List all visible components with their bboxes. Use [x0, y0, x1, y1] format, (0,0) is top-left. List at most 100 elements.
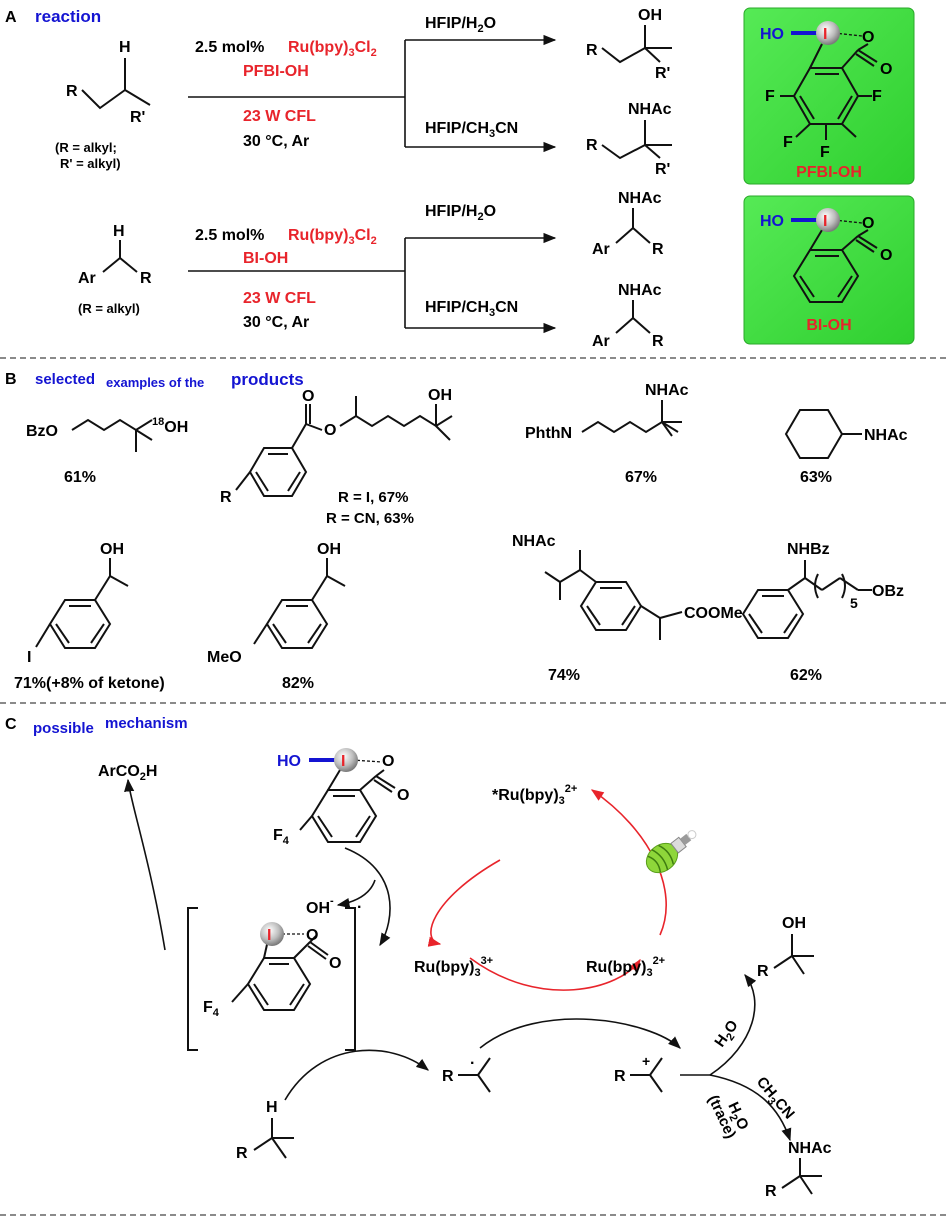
c6-yield: 82% [282, 675, 314, 692]
section-c-title-1: possible [33, 720, 94, 737]
row1-bottom-solvent: HFIP/CH3CN [425, 120, 518, 140]
row1-p1-oh: OH [638, 7, 662, 24]
row2-light: 23 W CFL [243, 290, 316, 307]
section-a: A reaction H R R' (R = alkyl; R' = alkyl… [5, 7, 915, 350]
c8-subscript: 5 [850, 595, 858, 611]
section-c-letter: C [5, 716, 17, 733]
c3-nhac: NHAc [645, 382, 689, 399]
row2-note: (R = alkyl) [78, 301, 140, 316]
compound-7 [544, 550, 683, 640]
row1-light: 23 W CFL [243, 108, 316, 125]
compound-4 [784, 409, 862, 459]
row1-sub-rp: R' [130, 109, 145, 126]
c1-yield: 61% [64, 469, 96, 486]
mech-reagent-o-ring: O [382, 753, 394, 770]
row2-bottom-solvent: HFIP/CH3CN [425, 299, 518, 319]
section-c-title-2: mechanism [105, 715, 188, 732]
section-b-title-3: products [231, 370, 304, 389]
box1-ho: HO [760, 26, 784, 43]
box2-o-ring: O [862, 215, 874, 232]
row2-p1-nhac: NHAc [618, 190, 662, 207]
ru-excited: *Ru(bpy)32+ [492, 783, 577, 807]
box2-o-carbonyl: O [880, 247, 892, 264]
section-b-title-1: selected [35, 371, 95, 388]
box2-ho: HO [760, 213, 784, 230]
row1-substrate [81, 58, 151, 110]
section-dividers [0, 357, 949, 1216]
row2-product1 [615, 208, 651, 244]
mech-radical [187, 907, 356, 1051]
c1-bzo: BzO [26, 423, 58, 440]
row2-p2-r: R [652, 333, 664, 350]
mech-radical-intermediate [458, 1057, 491, 1093]
c5-yield: 71%(+8% of ketone) [14, 675, 165, 692]
mech-arco2h: ArCO2H [98, 763, 157, 783]
mech-p-nhac: NHAc [788, 1140, 832, 1157]
row2-sub-r: R [140, 270, 152, 287]
row1-product2 [601, 120, 672, 160]
mech-p-r: R [757, 963, 769, 980]
mech-reagent-i: I [341, 753, 345, 770]
box1-label: PFBI-OH [796, 164, 862, 181]
mech-radical-o-carbonyl: O [329, 955, 341, 972]
row1-arrows [188, 34, 557, 153]
c3-phthn: PhthN [525, 425, 572, 442]
row2-p2-ar: Ar [592, 333, 610, 350]
c1-oh: 18OH [152, 416, 188, 436]
compound-3 [581, 400, 682, 437]
mech-sub-h: H [266, 1099, 278, 1116]
mech-reagent-f4: F4 [273, 827, 290, 847]
row2-p2-nhac: NHAc [618, 282, 662, 299]
row2-p1-ar: Ar [592, 241, 610, 258]
c2-yield-1: R = I, 67% [338, 489, 408, 506]
compound-6 [253, 558, 346, 649]
c2-o-ester: O [324, 422, 336, 439]
box1-o-ring: O [862, 29, 874, 46]
c6-oh: OH [317, 541, 341, 558]
c2-r: R [220, 489, 232, 506]
row1-product1 [601, 25, 672, 64]
mech-p-oh: OH [782, 915, 806, 932]
row1-note-2: R' = alkyl) [60, 156, 121, 171]
row1-top-solvent: HFIP/H2O [425, 15, 496, 35]
row2-top-solvent: HFIP/H2O [425, 203, 496, 223]
mech-reagent [299, 769, 396, 843]
c5-i: I [27, 649, 31, 666]
box1-f3: F [872, 88, 882, 105]
c5-oh: OH [100, 541, 124, 558]
ru-2plus: Ru(bpy)32+ [586, 955, 665, 979]
c8-obz: OBz [872, 583, 904, 600]
compound-8 [741, 560, 872, 639]
compound-5 [35, 558, 129, 649]
pfbi-oh-box: HO I O O F F F F PFBI-OH [743, 7, 915, 185]
row1-conditions: 30 °C, Ar [243, 133, 309, 150]
row2-substrate [102, 240, 138, 273]
row2-product2 [615, 300, 651, 334]
mech-reagent-o-carbonyl: O [397, 787, 409, 804]
row2-cat-prefix: 2.5 mol% [195, 227, 264, 244]
mech-rad-dot: · [470, 1055, 475, 1072]
row1-p2-nhac: NHAc [628, 101, 672, 118]
c7-yield: 74% [548, 667, 580, 684]
mech-reagent-ho: HO [277, 753, 301, 770]
section-a-title: reaction [35, 7, 101, 26]
box1-i: I [823, 26, 827, 43]
mech-sub-r: R [236, 1145, 248, 1162]
c8-yield: 62% [790, 667, 822, 684]
c8-nhbz: NHBz [787, 541, 830, 558]
mech-cation [630, 1057, 663, 1093]
row1-sub-r: R [66, 83, 78, 100]
mech-black-arrows [124, 778, 792, 1142]
section-b-title-2: examples of the [106, 375, 204, 390]
section-a-letter: A [5, 9, 17, 26]
mech-radical-i: I [267, 927, 271, 944]
mech-radical-f4: F4 [203, 999, 220, 1019]
box2-label: BI-OH [806, 317, 851, 334]
box1-f2: F [783, 134, 793, 151]
row2-sub-ar: Ar [78, 270, 96, 287]
box1-o-carbonyl: O [880, 61, 892, 78]
row1-cat-prefix: 2.5 mol% [195, 39, 264, 56]
mech-cat-plus: + [642, 1053, 650, 1069]
row2-catalyst: Ru(bpy)3Cl2 [288, 227, 377, 247]
